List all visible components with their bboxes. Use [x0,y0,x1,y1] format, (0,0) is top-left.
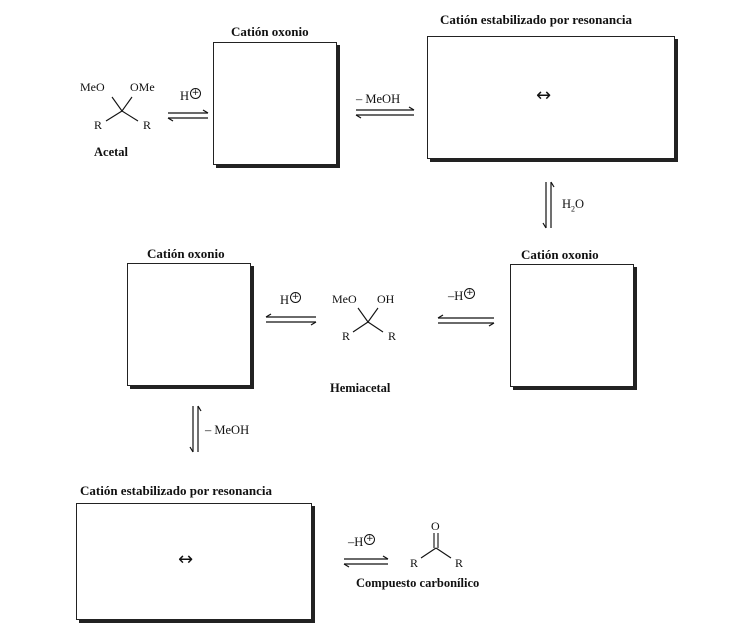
hemiacetal-meo-label: MeO [332,292,357,306]
reagent-minus-meoh-2: – MeOH [205,423,250,437]
acetal-name: Acetal [94,145,129,159]
equilibrium-arrow-4 [437,314,495,327]
equilibrium-arrow-2 [355,106,415,119]
carbonyl-o-label: O [431,519,440,533]
carbonyl-name: Compuesto carbonílico [356,576,480,590]
box5-resonance-placeholder: ↔ [76,503,312,620]
carbonyl-r-left-label: R [410,556,419,570]
box3-oxonium-placeholder [510,264,634,387]
equilibrium-arrow-3 [542,181,555,229]
acetal-bonds [105,96,139,122]
reagent-h-plus-2: H+ [280,292,302,308]
box1-title: Catión oxonio [231,24,309,39]
resonance-arrow-icon: ↔ [536,85,552,106]
box5-title: Catión estabilizado por resonancia [80,483,273,498]
reagent-water: H2O [562,197,585,214]
box4-title: Catión oxonio [147,246,225,261]
reagent-h-plus-1: H+ [180,88,202,104]
box2-resonance-placeholder: ↔ [427,36,675,159]
plus-charge-icon: + [364,534,376,545]
acetal-r-right-label: R [143,118,152,132]
acetal-ome-label: OMe [130,80,155,94]
hemiacetal-name: Hemiacetal [330,381,391,395]
carbonyl-bonds [420,533,452,559]
box4-oxonium-placeholder [127,263,251,386]
plus-charge-icon: + [190,88,202,99]
reagent-minus-h-2: –H+ [348,534,376,550]
equilibrium-arrow-5 [265,313,317,326]
hemiacetal-bonds [352,307,384,333]
box2-title: Catión estabilizado por resonancia [440,12,633,27]
plus-charge-icon: + [290,292,302,303]
hemiacetal-r-right-label: R [388,329,397,343]
reagent-minus-meoh-1: – MeOH [356,92,401,106]
acetal-r-left-label: R [94,118,103,132]
resonance-arrow-icon: ↔ [178,549,194,570]
equilibrium-arrow-1 [167,109,209,122]
equilibrium-arrow-7 [343,555,389,568]
acetal-meo-label: MeO [80,80,105,94]
reagent-minus-h-1: –H+ [448,288,476,304]
plus-charge-icon: + [464,288,476,299]
box1-oxonium-placeholder [213,42,337,165]
hemiacetal-r-left-label: R [342,329,351,343]
box3-title: Catión oxonio [521,247,599,262]
equilibrium-arrow-6 [189,405,202,453]
carbonyl-r-right-label: R [455,556,464,570]
hemiacetal-oh-label: OH [377,292,395,306]
